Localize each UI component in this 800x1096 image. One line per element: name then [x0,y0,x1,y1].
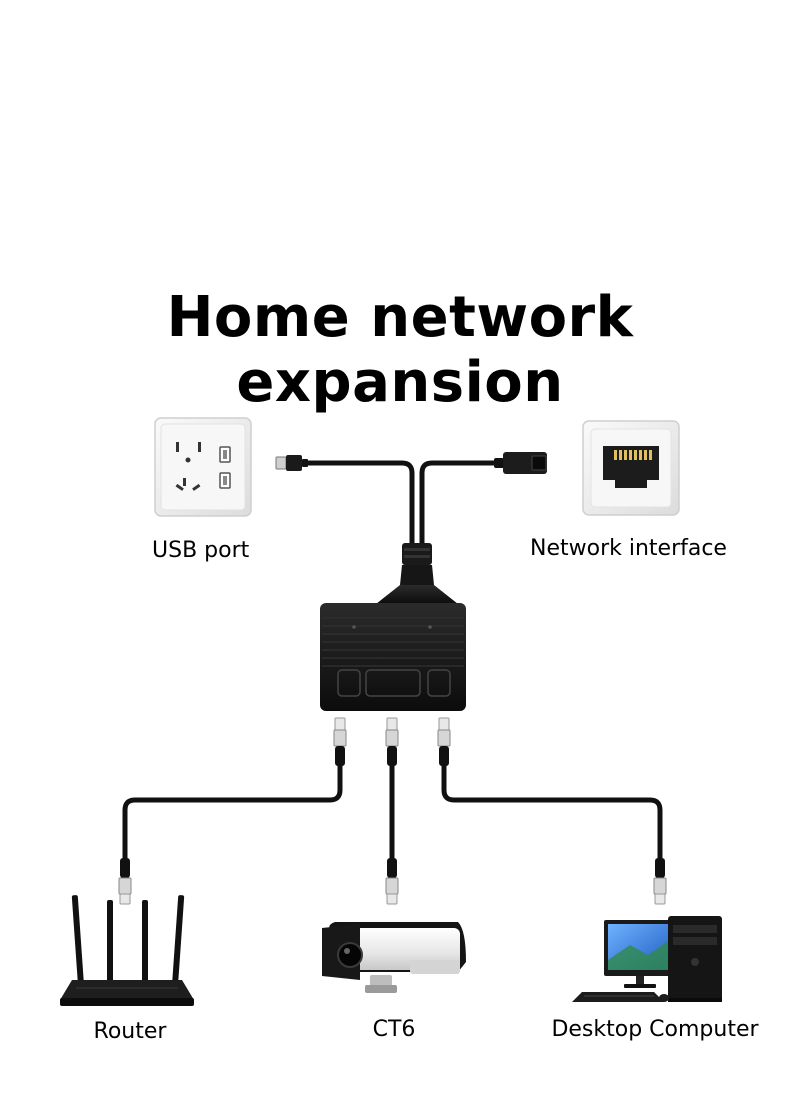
usb-port-label: USB port [152,538,250,563]
rj45-plug-icon [118,858,132,905]
network-interface-label: Network interface [530,536,727,561]
wall-outlet-icon [154,417,252,517]
router-label: Router [93,1019,167,1044]
usb-cable [297,460,415,548]
rj45-plug-icon [333,717,347,766]
rj45-plugs-bottom [118,858,667,905]
desktop-computer-label: Desktop Computer [551,1017,759,1042]
lower-cables [122,762,663,863]
splitter-icon [320,543,466,711]
rj45-plugs-top [333,717,451,766]
usb-plug-icon [275,455,308,471]
router-cable [122,762,343,863]
rj45-socket-icon [582,420,680,516]
upper-cables [297,460,499,548]
rj45-plug-icon [437,717,451,766]
camera-label: CT6 [372,1017,416,1042]
camera-icon [322,922,466,993]
page-title: Home network expansion [166,285,634,415]
router-icon [60,895,194,1006]
rj45-plug-icon [653,858,667,905]
rj45-plug-icon [385,717,399,766]
desktop-computer-icon [572,916,722,1002]
computer-cable [441,762,663,863]
rj45-plug-icon [385,858,399,905]
rj45-female-coupler-icon [494,452,547,474]
lan-cable [419,460,499,548]
